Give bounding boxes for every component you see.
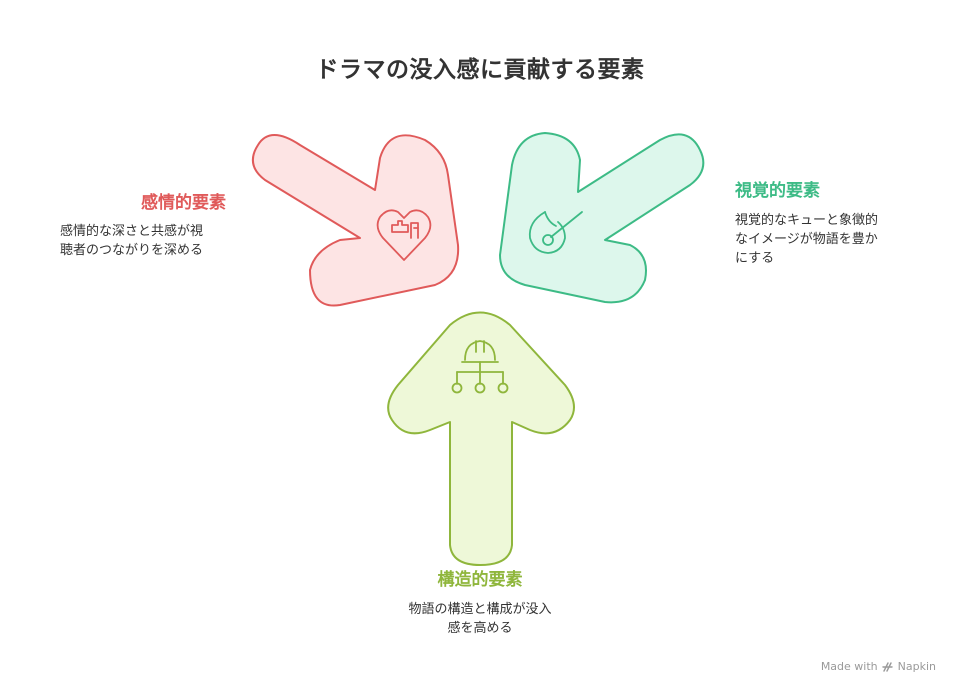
- structural-description: 物語の構造と構成が没入 感を高める: [370, 600, 590, 638]
- emotional-heading: 感情的要素: [141, 193, 226, 213]
- napkin-logo-icon: [881, 661, 893, 672]
- visual-description: 視覚的なキューと象徴的 なイメージが物語を豊か にする: [735, 211, 915, 268]
- emotional-description: 感情的な深さと共感が視 聴者のつながりを深める: [60, 222, 230, 260]
- structural-heading: 構造的要素: [437, 570, 523, 590]
- structural-desc-line2: 感を高める: [447, 621, 513, 636]
- visual-heading: 視覚的要素: [735, 181, 820, 201]
- footer-made-with: Made with: [820, 660, 878, 673]
- structural-desc-line1: 物語の構造と構成が没入: [408, 602, 552, 617]
- visual-desc-line1: 視覚的なキューと象徴的: [735, 213, 879, 228]
- visual-desc-line2: なイメージが物語を豊か: [735, 232, 878, 247]
- emotional-desc-line2: 聴者のつながりを深める: [60, 243, 204, 258]
- eye-flame-icon: [528, 211, 583, 254]
- footer-napkin: Napkin: [897, 660, 936, 673]
- heart-puzzle-icon: [376, 209, 432, 261]
- emotional-arrow: [251, 134, 460, 307]
- structural-arrow: [387, 311, 575, 566]
- hardhat-network-icon: [451, 340, 509, 394]
- napkin-watermark: Made with Napkin: [821, 660, 936, 673]
- visual-desc-line3: にする: [735, 251, 775, 266]
- visual-arrow: [499, 132, 705, 304]
- page-title: ドラマの没入感に貢献する要素: [315, 57, 645, 83]
- emotional-desc-line1: 感情的な深さと共感が視: [60, 224, 204, 239]
